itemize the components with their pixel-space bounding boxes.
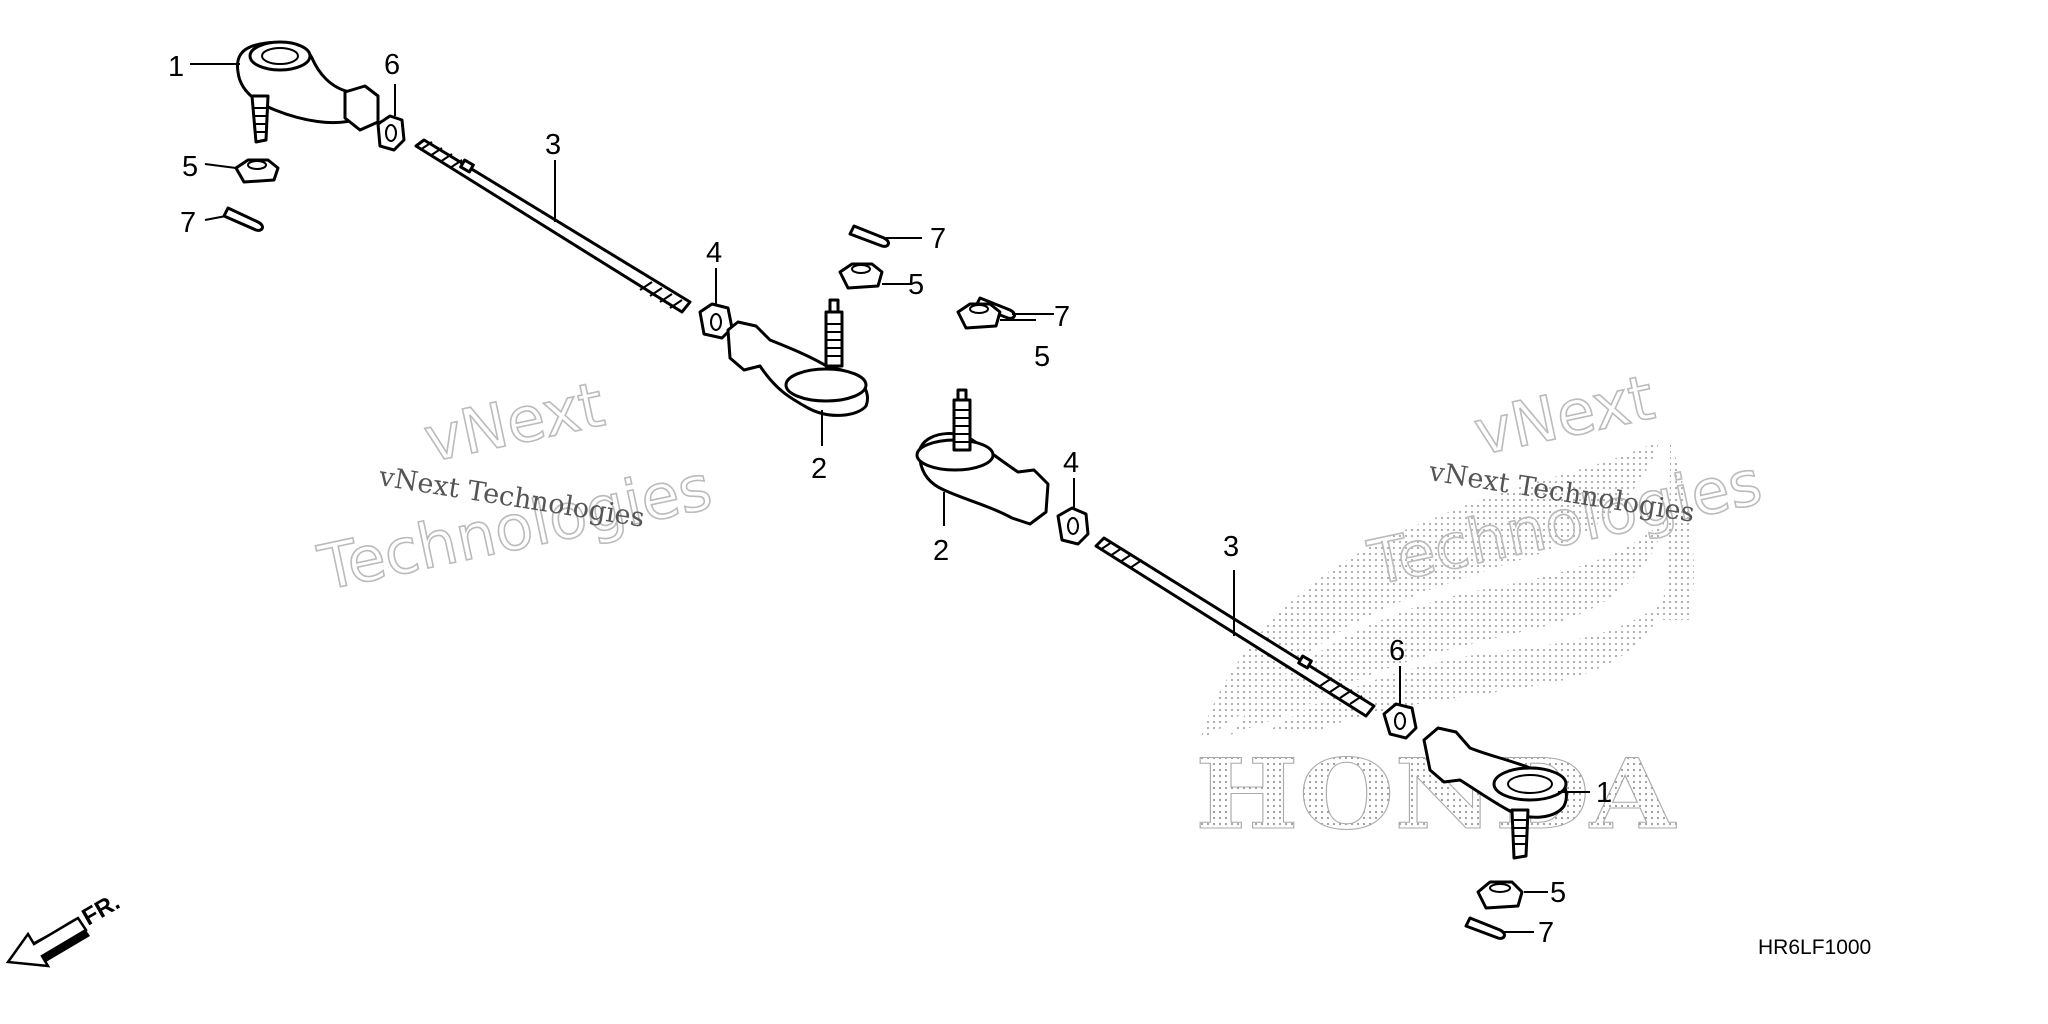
nut-6-right xyxy=(1382,702,1418,740)
svg-text:vNext: vNext xyxy=(418,368,610,477)
callout-5: 5 xyxy=(1550,877,1566,909)
honda-wing-watermark xyxy=(1200,440,1694,740)
callout-2: 2 xyxy=(933,535,949,567)
leader-lines xyxy=(190,63,1590,933)
tie-rod-end-1-right xyxy=(1422,726,1568,860)
cotter-pin-7-right xyxy=(1464,916,1506,940)
nut-4-right xyxy=(1056,506,1090,546)
cotter-pin-7-upper-mid xyxy=(848,224,890,248)
watermark-left: vNext Technologies vNext Technologies xyxy=(311,367,718,606)
callout-1: 1 xyxy=(168,51,184,83)
callout-6: 6 xyxy=(384,49,400,81)
castle-nut-5-right xyxy=(1476,880,1524,910)
tie-rod-end-2-right xyxy=(915,388,1050,526)
front-direction-label: FR. xyxy=(78,888,125,931)
callout-4: 4 xyxy=(1063,447,1079,479)
watermark-right: vNext Technologies vNext Technologies xyxy=(1361,360,1768,601)
callout-5: 5 xyxy=(1034,341,1050,373)
callout-7: 7 xyxy=(1054,301,1070,333)
tie-rod-end-1-left xyxy=(236,40,380,144)
drawing-code: HR6LF1000 xyxy=(1758,936,1871,959)
callout-5: 5 xyxy=(182,151,198,183)
callout-4: 4 xyxy=(706,237,722,269)
callout-2: 2 xyxy=(811,453,827,485)
tie-rod-3-left xyxy=(414,138,692,314)
callout-6: 6 xyxy=(1389,635,1405,667)
nut-6-left xyxy=(376,114,406,152)
castle-nut-5-upper-mid xyxy=(838,262,884,290)
callout-7: 7 xyxy=(180,207,196,239)
cotter-pin-7-left xyxy=(222,206,264,232)
callout-7: 7 xyxy=(1538,917,1554,949)
callout-3: 3 xyxy=(1223,531,1239,563)
callout-1: 1 xyxy=(1596,777,1612,809)
castle-nut-5-mid xyxy=(956,302,1002,330)
tie-rod-end-2-left xyxy=(726,298,869,417)
front-direction-arrow-icon: FR. xyxy=(5,888,125,968)
svg-text:Technologies: Technologies xyxy=(312,450,718,604)
callout-3: 3 xyxy=(545,129,561,161)
callout-5: 5 xyxy=(908,269,924,301)
castle-nut-5-left xyxy=(234,158,280,184)
callout-7: 7 xyxy=(930,223,946,255)
